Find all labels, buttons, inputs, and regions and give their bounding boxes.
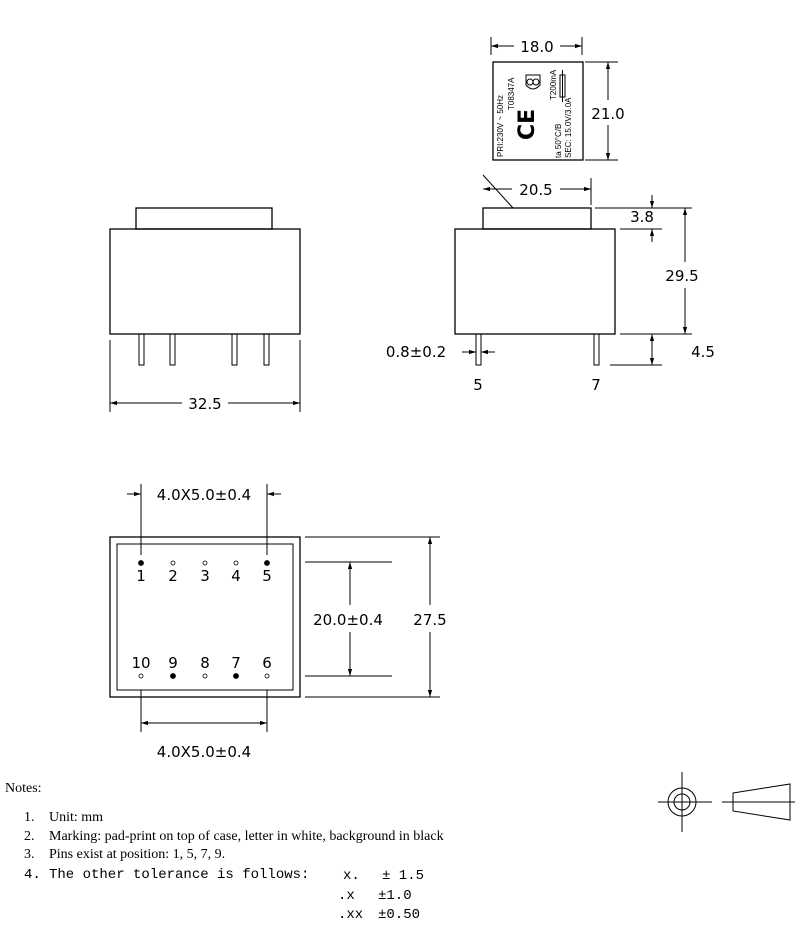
pin-number: 4	[231, 567, 241, 585]
bottom-inner-outline	[116, 543, 294, 691]
notes-title: Notes:	[5, 781, 42, 796]
pin-hole-empty	[202, 560, 208, 566]
pin-hole-empty	[170, 560, 176, 566]
fuse-icon	[559, 70, 566, 102]
top-pitch-dimension: 4.0X5.0±0.4	[157, 486, 251, 504]
bottom-view: 4.0X5.0±0.4 1 2 3 4 5 10 9 8 7 6 20.0±0.4 27.5 4…	[109, 484, 447, 761]
pin-hole-empty	[138, 673, 144, 679]
note-text: Marking: pad-print on top of case, lette…	[49, 829, 444, 844]
front-cap	[135, 207, 273, 230]
pin-width-dimension: 0.8±0.2	[386, 343, 446, 361]
pin-hole-empty	[202, 673, 208, 679]
pin-number: 9	[168, 654, 178, 672]
pin-label: 7	[591, 376, 601, 394]
front-body	[109, 228, 301, 335]
bottom-pin-row: 10 9 8 7 6	[131, 654, 272, 679]
top-pin-row: 1 2 3 4 5	[136, 560, 272, 585]
pin-number: 1	[136, 567, 146, 585]
side-view: 20.5 3.8 29.5 4.5 0.8±0.2 5 7	[386, 174, 715, 394]
label-height-dimension: 21.0	[591, 105, 624, 123]
tolerance-format: .x	[338, 888, 355, 904]
pin-number: 5	[262, 567, 272, 585]
side-body	[454, 228, 616, 335]
pin-number: 7	[231, 654, 241, 672]
pin-hole-populated	[138, 560, 144, 566]
note-text: The other tolerance is follows:	[49, 867, 309, 883]
note-number: 2.	[24, 829, 35, 844]
projection-symbol-icon	[658, 772, 795, 832]
ce-logo: CE	[515, 109, 540, 140]
pin-number: 8	[200, 654, 210, 672]
side-pin-5	[475, 333, 482, 366]
notes: Notes: 1. Unit: mm 2. Marking: pad-print…	[5, 781, 444, 923]
cap-width-dimension: 20.5	[519, 181, 552, 199]
pin-number: 6	[262, 654, 272, 672]
side-cap	[482, 207, 592, 230]
pin-label: 5	[473, 376, 483, 394]
front-view: 32.5	[109, 207, 301, 413]
note-text: Unit: mm	[49, 810, 103, 825]
bottom-pitch-dimension: 4.0X5.0±0.4	[157, 743, 251, 761]
note-number: 1.	[24, 810, 35, 825]
marking-temp: ta 50°C/B	[554, 124, 563, 158]
pin-hole-populated	[170, 673, 176, 679]
marking-part-number: T08347A	[507, 77, 516, 110]
tolerance-format: x.	[343, 868, 360, 884]
marking-text: PRI:230V ~ 50Hz T08347A CE ta 50°C/B T20…	[496, 69, 573, 158]
pin-length-dimension: 4.5	[691, 343, 715, 361]
pin-hole-populated	[233, 673, 239, 679]
pin-hole-empty	[233, 560, 239, 566]
side-pin-7	[593, 333, 600, 366]
label-top-face	[492, 61, 584, 161]
tolerance-format: .xx	[338, 907, 363, 923]
note-number: 3.	[24, 847, 35, 862]
pin-number: 3	[200, 567, 210, 585]
pin-number: 10	[131, 654, 150, 672]
label-width-dimension: 18.0	[520, 38, 553, 56]
pin-number: 2	[168, 567, 178, 585]
total-height-dimension: 29.5	[665, 267, 698, 285]
width-dimension: 32.5	[188, 395, 221, 413]
pin-hole-populated	[264, 560, 270, 566]
marking-fuse: T200mA	[549, 69, 558, 100]
depth-dimension: 27.5	[413, 611, 446, 629]
marking-primary: PRI:230V ~ 50Hz	[496, 95, 505, 157]
tolerance-value: ±0.50	[378, 907, 420, 923]
tolerance-value: ±1.0	[378, 888, 412, 904]
note-number: 4.	[24, 867, 41, 883]
pin-hole-empty	[264, 673, 270, 679]
cap-height-dimension: 3.8	[630, 208, 654, 226]
label-view: 18.0 21.0 PRI:230V ~ 50Hz T08347A CE ta …	[490, 37, 625, 161]
bottom-outline	[109, 536, 301, 698]
safety-transformer-icon	[525, 74, 541, 90]
row-spacing-dimension: 20.0±0.4	[313, 611, 383, 629]
marking-secondary: SEC: 15.0V/3.0A	[564, 97, 573, 158]
tolerance-value: ± 1.5	[382, 868, 424, 884]
front-pins	[138, 333, 270, 366]
note-text: Pins exist at position: 1, 5, 7, 9.	[49, 847, 225, 862]
